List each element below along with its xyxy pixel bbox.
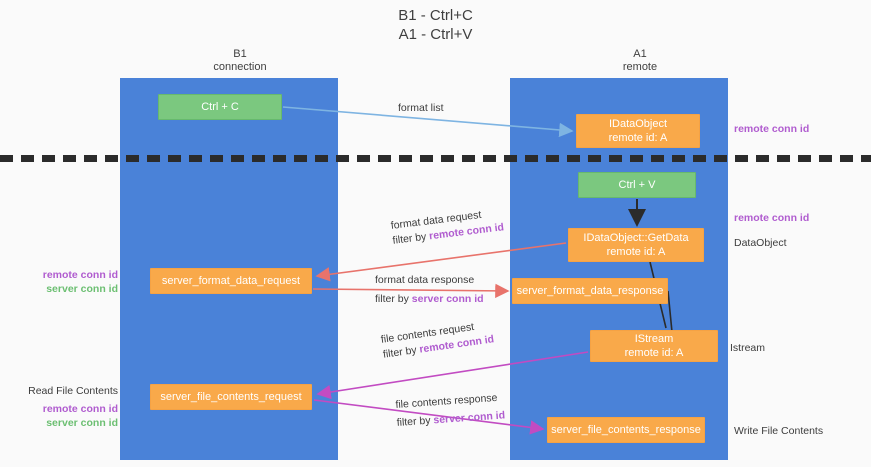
annotation-right-data-object-text: DataObject (734, 237, 787, 249)
edge-label-filter-prefix: filter by (391, 230, 430, 247)
column-header-b1: B1 connection (140, 48, 340, 74)
edge-label-file-contents-response-text: file contents response (395, 391, 498, 411)
column-header-b1-role: connection (213, 61, 267, 73)
annotation-right-write-file-contents: Write File Contents (734, 424, 823, 438)
node-server-file-contents-request[interactable]: server_file_contents_request (150, 384, 312, 410)
annotation-right-istream: Istream (730, 341, 765, 355)
node-istream-label: IStream (634, 333, 674, 345)
annotation-left-remote-conn-id-2: remote conn id (42, 403, 118, 415)
edge-label-format-data-response: format data response filter by server co… (375, 273, 484, 307)
annotation-right-data-object: DataObject (734, 236, 787, 250)
node-ctrl-c[interactable]: Ctrl + C (158, 94, 282, 120)
edge-label-filter-prefix-4: filter by (396, 414, 434, 429)
node-server-format-data-response[interactable]: server_format_data_response (512, 278, 668, 304)
annotation-right-remote-conn-id-top-text: remote conn id (734, 123, 810, 135)
edge-label-file-contents-request: file contents request filter by remote c… (380, 317, 495, 362)
node-server-file-contents-request-label: server_file_contents_request (160, 391, 302, 403)
node-istream-sub: remote id: A (624, 347, 684, 359)
column-header-a1-name: A1 (633, 48, 647, 60)
node-idataobject-label: IDataObject (608, 118, 668, 130)
node-server-format-data-response-label: server_format_data_response (516, 285, 664, 297)
annotation-read-file-contents-text: Read File Contents (28, 385, 118, 397)
edge-label-file-contents-response: file contents response filter by server … (395, 390, 506, 430)
edge-label-format-data-request: format data request filter by remote con… (390, 205, 505, 248)
column-header-a1: A1 remote (540, 48, 740, 74)
annotation-left-remote-conn-id: remote conn id (42, 269, 118, 281)
node-server-format-data-request[interactable]: server_format_data_request (150, 268, 312, 294)
node-getdata-label: IDataObject::GetData (583, 232, 689, 244)
annotation-left-conn-ids-2: remote conn id server conn id (18, 402, 118, 430)
node-server-file-contents-response[interactable]: server_file_contents_response (547, 417, 705, 443)
edge-label-filter-prefix-2: filter by (375, 293, 412, 305)
annotation-left-server-conn-id-2: server conn id (46, 417, 118, 429)
node-idataobject-sub: remote id: A (608, 132, 668, 144)
phase-separator-dashed-line (0, 155, 871, 162)
annotation-read-file-contents: Read File Contents (18, 384, 118, 398)
node-server-format-data-request-label: server_format_data_request (161, 275, 301, 287)
title-line-2: A1 - Ctrl+V (398, 26, 473, 43)
annotation-right-remote-conn-id-mid: remote conn id (734, 211, 809, 225)
edge-label-format-list-text: format list (398, 102, 444, 114)
annotation-left-conn-ids: remote conn id server conn id (18, 268, 118, 296)
node-getdata-sub: remote id: A (606, 246, 666, 258)
annotation-right-remote-conn-id-mid-text: remote conn id (734, 212, 810, 224)
edge-label-format-list: format list (398, 101, 444, 116)
node-istream[interactable]: IStream remote id: A (590, 330, 718, 362)
annotation-left-server-conn-id: server conn id (46, 283, 118, 295)
node-ctrl-v[interactable]: Ctrl + V (578, 172, 696, 198)
annotation-right-istream-text: Istream (730, 342, 766, 354)
node-ctrl-v-label: Ctrl + V (618, 179, 656, 191)
page-title: B1 - Ctrl+C A1 - Ctrl+V (0, 6, 871, 44)
annotation-right-write-file-contents-text: Write File Contents (734, 425, 824, 437)
node-ctrl-c-label: Ctrl + C (201, 101, 239, 113)
column-header-a1-role: remote (622, 61, 658, 73)
node-server-file-contents-response-label: server_file_contents_response (551, 424, 701, 436)
edge-label-filter-key-server-conn-id-2: server conn id (433, 409, 506, 427)
edge-label-filter-key-server-conn-id: server conn id (411, 293, 484, 305)
node-idataobject-getdata[interactable]: IDataObject::GetData remote id: A (568, 228, 704, 262)
column-header-b1-name: B1 (233, 48, 247, 60)
title-line-1: B1 - Ctrl+C (398, 7, 473, 24)
annotation-right-remote-conn-id-top: remote conn id (734, 122, 809, 136)
node-idataobject[interactable]: IDataObject remote id: A (576, 114, 700, 148)
edge-label-filter-prefix-3: filter by (382, 343, 421, 361)
edge-label-format-data-response-text: format data response (375, 274, 475, 286)
